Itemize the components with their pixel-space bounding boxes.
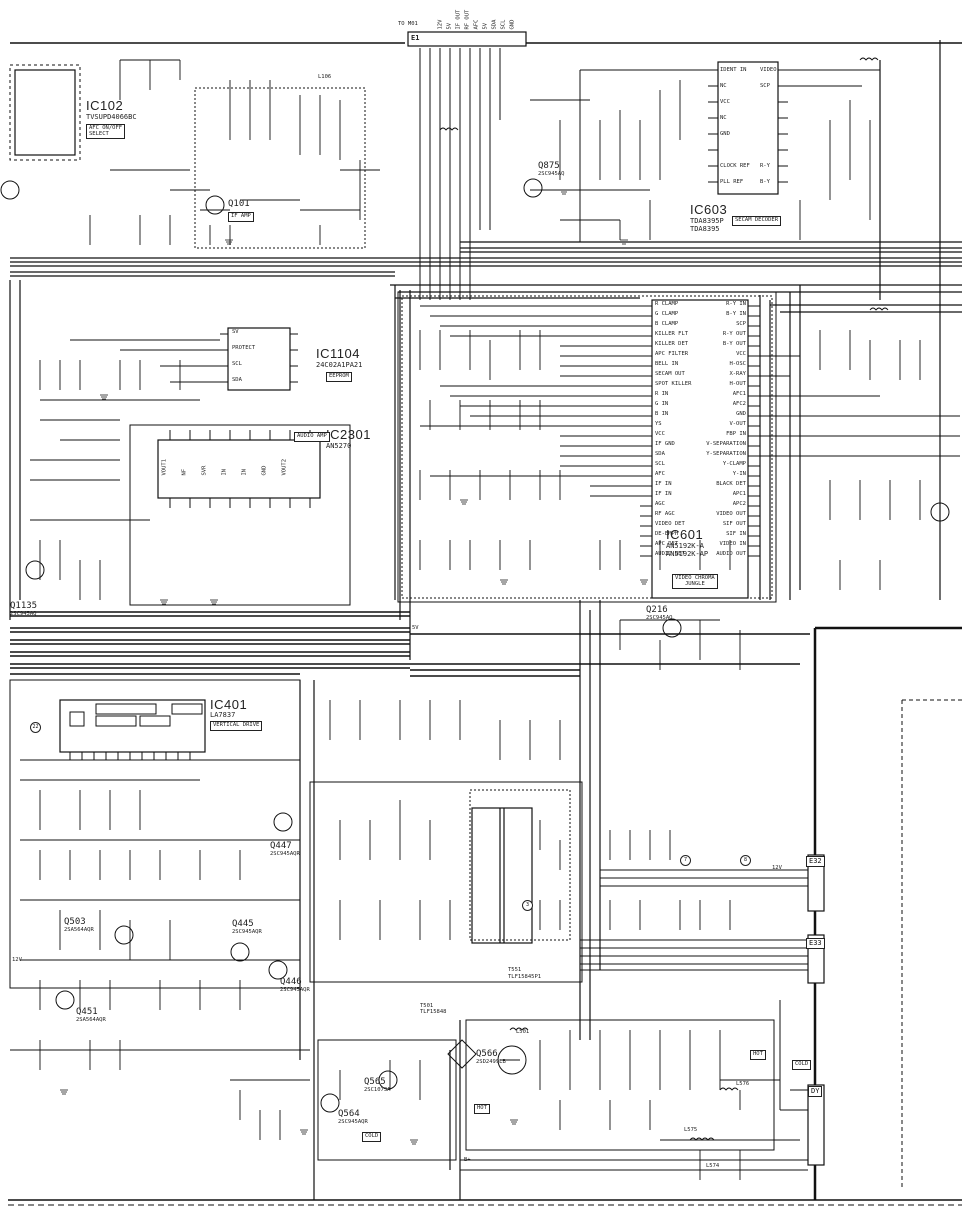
q447-ref: Q447 bbox=[270, 841, 292, 851]
test-point-circle: 8 bbox=[740, 855, 751, 866]
supply-12v: 12V bbox=[12, 957, 22, 963]
ic601-ref: IC601 bbox=[666, 527, 704, 542]
ic603-part: TDA8395P bbox=[690, 217, 724, 225]
ic603-function: SECAM DECODER bbox=[732, 216, 782, 226]
connector-e33: E33 bbox=[806, 938, 825, 949]
bridge-rectifier bbox=[447, 1039, 477, 1069]
small-ic-pin-stubs bbox=[69, 333, 311, 760]
bus-lines-upper bbox=[10, 241, 962, 313]
q565-ref: Q565 bbox=[364, 1077, 386, 1087]
test-point-circle: 3 bbox=[522, 900, 533, 911]
q565-part: 2SC1073A bbox=[364, 1087, 391, 1093]
q564-part: 2SC945AQR bbox=[338, 1119, 368, 1125]
l574-ref: L574 bbox=[706, 1163, 720, 1169]
board-outline bbox=[8, 42, 962, 1206]
l575-ref: L575 bbox=[684, 1127, 698, 1133]
t551-part: TLF15845P1 bbox=[508, 974, 542, 980]
connector-e1-label: E1 bbox=[411, 34, 420, 42]
ground-symbols bbox=[60, 189, 648, 1145]
q564-ref: Q564 bbox=[338, 1109, 360, 1119]
q216-part: 2SC945AQ bbox=[646, 615, 673, 621]
connector-e32-signal: 12V bbox=[772, 865, 782, 871]
supply-b1: B+ bbox=[464, 1157, 471, 1163]
q566-ref: Q566 bbox=[476, 1049, 498, 1059]
ic601-pin-stubs bbox=[420, 305, 960, 557]
ic601-part: AN5192K-A bbox=[666, 542, 704, 550]
q566-part: 2SD2499LB bbox=[476, 1059, 506, 1065]
ic401-function: VERTICAL DRIVE bbox=[210, 721, 263, 731]
connector-dy: DY bbox=[808, 1086, 823, 1097]
ic1104-part: 24C02A1PA21 bbox=[316, 361, 363, 369]
q446-part: 2SC945AQR bbox=[280, 987, 310, 993]
q216-ref: Q216 bbox=[646, 605, 668, 615]
ic603-part-alt: TDA8395 bbox=[690, 225, 720, 233]
bus-lines-middle bbox=[10, 611, 810, 677]
connector-e32: E32 bbox=[806, 856, 825, 867]
transistor-symbols bbox=[0, 178, 950, 1113]
ic1104-ref: IC1104 bbox=[316, 346, 360, 361]
l501-ref: L501 bbox=[516, 1029, 530, 1035]
ic102-part: TVSUPD4066BC bbox=[86, 113, 137, 121]
ic2301-part: AN5270 bbox=[326, 442, 352, 450]
supply-5v: 5V bbox=[412, 625, 419, 631]
right-side-wiring bbox=[460, 869, 808, 1171]
q875-ref: Q875 bbox=[538, 161, 560, 171]
q447-part: 2SC945AQR bbox=[270, 851, 300, 857]
block-frames bbox=[9, 64, 777, 1161]
t501-ref: T501 bbox=[420, 1003, 434, 1009]
ic601-part-alt: AN5192K-AP bbox=[666, 550, 709, 558]
hot-tag: HOT bbox=[750, 1050, 766, 1060]
ic603-ref: IC603 bbox=[690, 202, 728, 217]
passive-components bbox=[10, 59, 921, 1180]
cold-tag-bottom: COLD bbox=[362, 1132, 382, 1142]
ic401-part: LA7837 bbox=[210, 711, 236, 719]
connector-e1-title: TO M01 bbox=[398, 21, 418, 27]
q451-ref: Q451 bbox=[76, 1007, 98, 1017]
q875-part: 2SC945AQ bbox=[538, 171, 565, 177]
ic401-ref: IC401 bbox=[210, 697, 248, 712]
q503-ref: Q503 bbox=[64, 917, 86, 927]
q101-ref: Q101 bbox=[228, 199, 250, 209]
t501-part: TLF15848 bbox=[420, 1009, 447, 1015]
vertical-lines bbox=[9, 40, 941, 1200]
cold-tag-right: COLD bbox=[792, 1060, 812, 1070]
q1135-ref: Q1135 bbox=[10, 601, 38, 611]
ic2301-ref: IC2301 bbox=[326, 427, 371, 442]
coils bbox=[439, 57, 889, 1141]
q1135-part: 2SC945AQ bbox=[10, 611, 37, 617]
ic102-ref: IC102 bbox=[86, 98, 124, 113]
test-point-circle: 7 bbox=[680, 855, 691, 866]
ic601-function: VIDEO CHROMA JUNGLE bbox=[672, 574, 718, 589]
connector-e1-pin-labels: 12V 5V IF OUT RF OUT AFC 5V SDA SCL GND bbox=[437, 9, 516, 30]
e1-vertical-bus bbox=[419, 48, 501, 300]
hot-tag-bottom: HOT bbox=[474, 1104, 490, 1114]
q446-ref: Q446 bbox=[280, 977, 302, 987]
ic2301-function: AUDIO AMP bbox=[294, 432, 330, 442]
q451-part: 2SA564AQR bbox=[76, 1017, 106, 1023]
l576-ref: L576 bbox=[736, 1081, 750, 1087]
ic102-function: AFC ON/OFF SELECT bbox=[86, 124, 126, 139]
t551-ref: T551 bbox=[508, 967, 522, 973]
q445-part: 2SC945AQR bbox=[232, 929, 262, 935]
test-point-circle: 22 bbox=[30, 722, 41, 733]
q101-tag: IF AMP bbox=[228, 212, 254, 222]
q445-ref: Q445 bbox=[232, 919, 254, 929]
ic1104-function: EEPROM bbox=[326, 372, 352, 382]
l106-ref: L106 bbox=[318, 74, 332, 80]
ic603-pin-stubs bbox=[579, 69, 880, 242]
q503-part: 2SA564AQR bbox=[64, 927, 94, 933]
